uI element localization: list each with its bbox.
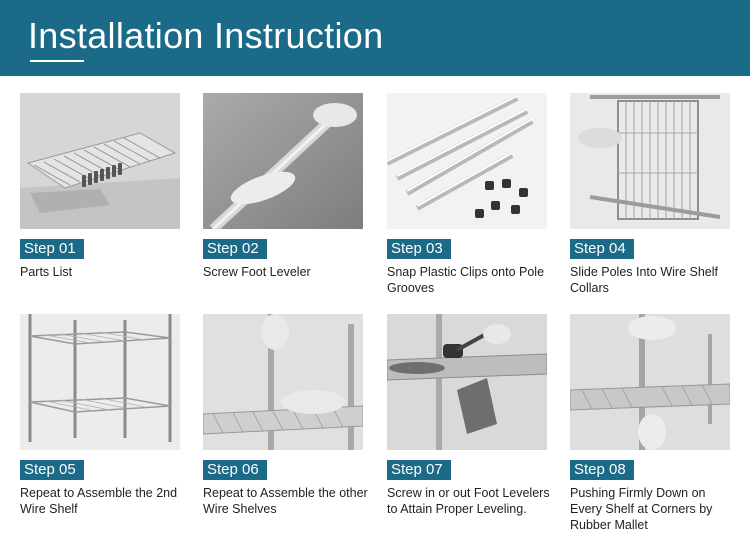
step-caption: Screw in or out Foot Levelers to Attain … <box>387 486 550 516</box>
step-badge: Step 07 <box>387 460 451 480</box>
step-badge: Step 08 <box>570 460 634 480</box>
step-caption: Parts List <box>20 265 73 279</box>
step-caption: Pushing Firmly Down on Every Shelf at Co… <box>570 486 713 532</box>
pole-screw-photo <box>203 93 363 229</box>
step-card-05: Step 05 Repeat to Assemble the 2nd Wire … <box>20 314 182 516</box>
step-caption: Repeat to Assemble the 2nd Wire Shelf <box>20 486 178 516</box>
step-caption: Snap Plastic Clips onto Pole Grooves <box>387 265 545 295</box>
shelf-pole-hands-photo <box>203 314 363 450</box>
two-shelf-rack-photo <box>20 314 180 450</box>
header-banner: Installation Instruction <box>0 0 750 76</box>
step-card-02: Step 02 Screw Foot Leveler <box>203 93 365 279</box>
step-badge: Step 03 <box>387 239 451 259</box>
step-badge: Step 02 <box>203 239 267 259</box>
shelf-collar-photo <box>570 93 730 229</box>
step-card-03: Step 03 Snap Plastic Clips onto Pole Gro… <box>387 93 549 295</box>
step-card-01: Step 01 Parts List <box>20 93 182 279</box>
wire-shelf-parts-photo <box>20 93 180 229</box>
page-title: Installation Instruction <box>28 15 384 56</box>
poles-clips-photo <box>387 93 547 229</box>
step-caption: Slide Poles Into Wire Shelf Collars <box>570 265 718 295</box>
step-card-04: Step 04 Slide Poles Into Wire Shelf Coll… <box>570 93 732 295</box>
step-caption: Screw Foot Leveler <box>203 265 311 279</box>
step-badge: Step 01 <box>20 239 84 259</box>
step-card-07: Step 07 Screw in or out Foot Levelers to… <box>387 314 550 516</box>
title-underline <box>30 60 84 62</box>
step-badge: Step 04 <box>570 239 634 259</box>
step-caption: Repeat to Assemble the other Wire Shelve… <box>203 486 368 516</box>
rubber-mallet-photo <box>387 314 547 450</box>
push-shelf-photo <box>570 314 730 450</box>
step-card-06: Step 06 Repeat to Assemble the other Wir… <box>203 314 368 516</box>
step-badge: Step 06 <box>203 460 267 480</box>
step-card-08: Step 08 Pushing Firmly Down on Every She… <box>570 314 732 532</box>
step-badge: Step 05 <box>20 460 84 480</box>
